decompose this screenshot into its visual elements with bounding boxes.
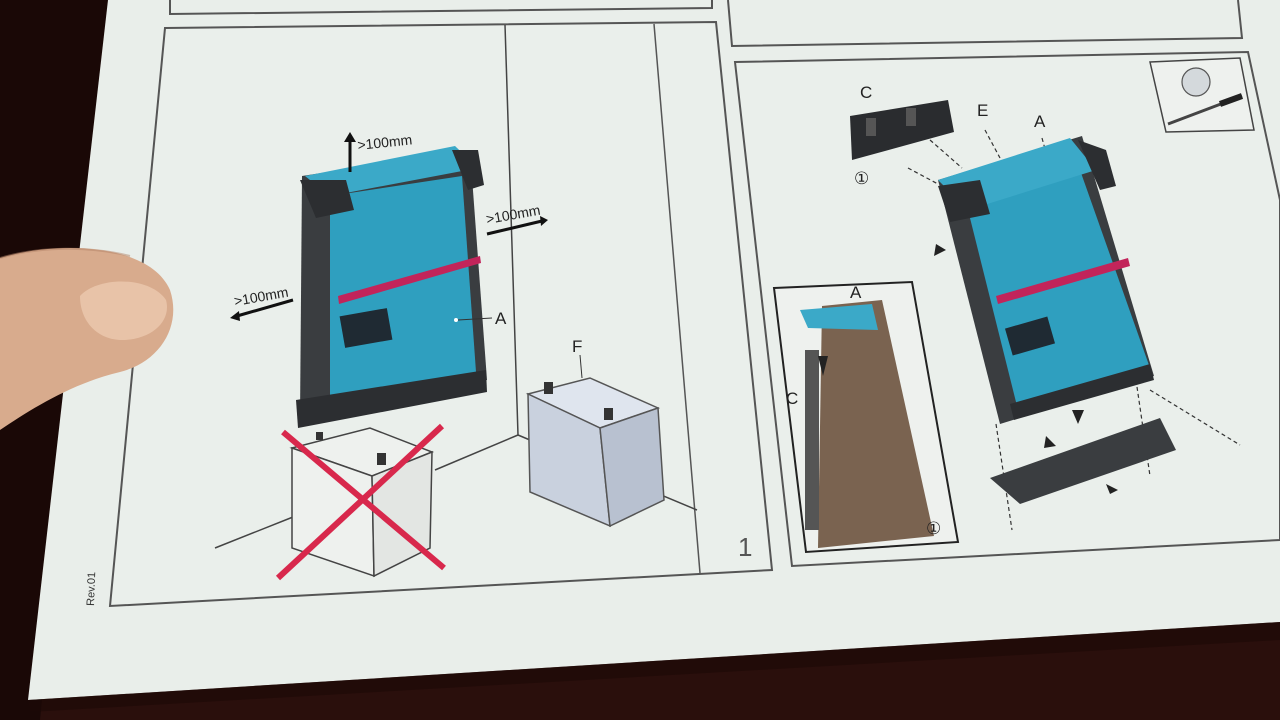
battery-f: [525, 377, 665, 528]
inset-callout-a: A: [850, 283, 862, 302]
room-floor-line-left: [434, 434, 519, 471]
callout-f-leader: [579, 354, 583, 379]
paper-shadow-bottom: [28, 622, 1280, 712]
revision-label: Rev.01: [85, 572, 98, 606]
wall-detail-inset: [772, 280, 960, 554]
top-right-box-edge: [727, 0, 1244, 48]
left-panel-divider: [653, 23, 701, 574]
clearance-top-label: >100mm: [357, 131, 413, 153]
room-corner-line: [504, 24, 519, 436]
callout-f: F: [572, 337, 582, 356]
red-cross-mark: [275, 423, 446, 581]
mounting-bracket-c: [850, 100, 954, 160]
callout-a-left: A: [495, 309, 507, 328]
bottom-cover: [990, 418, 1176, 504]
callout-e-right: E: [977, 101, 988, 120]
clearance-arrow-right: [486, 216, 548, 236]
step-number: 1: [738, 532, 752, 562]
assembly-guide-lines: [907, 129, 1241, 531]
finger: [0, 247, 174, 430]
screwdriver-icon: [1149, 57, 1255, 133]
inverter-right: [938, 136, 1154, 424]
callout-c-right: C: [860, 83, 872, 102]
assembly-arrows: [934, 244, 1118, 494]
top-left-box-edge: [169, 0, 713, 16]
callout-a-right: A: [1034, 112, 1046, 131]
inset-circled-one: ①: [926, 519, 941, 538]
inverter-left: [296, 146, 487, 428]
room-floor-line-far: [214, 516, 294, 549]
inset-callout-c: C: [786, 389, 798, 408]
callout-a-leader: [457, 317, 493, 321]
circled-one-top: ①: [854, 169, 869, 188]
clearance-arrow-left: [230, 298, 294, 321]
clearance-arrow-top: [344, 132, 356, 172]
